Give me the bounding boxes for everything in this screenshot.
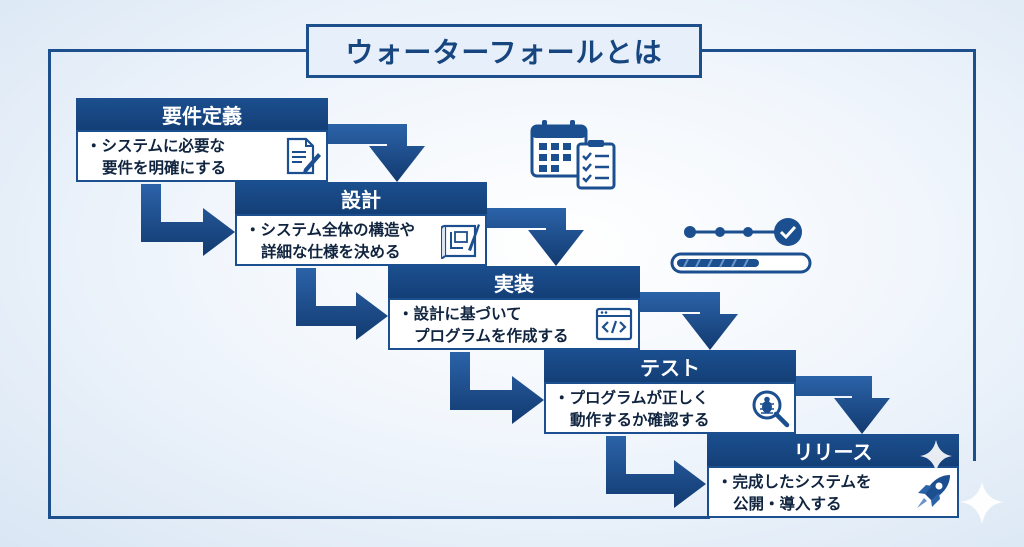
- frame-line-left: [48, 49, 51, 519]
- document-pencil-icon: [286, 137, 321, 175]
- step-title: テスト: [544, 350, 796, 382]
- down-arrow-4: [796, 376, 890, 434]
- code-window-icon: [595, 307, 633, 341]
- step-line-2: プログラムを作成する: [414, 327, 569, 345]
- frame-line-top-left: [48, 49, 308, 52]
- step-line-2: 公開・導入する: [733, 495, 842, 513]
- step-line-1: ・システムに必要な: [86, 137, 226, 155]
- sparkle-icon: [920, 440, 1004, 524]
- step-title: 実装: [388, 266, 640, 298]
- step-line-2: 要件を明確にする: [102, 159, 227, 177]
- step-test: テスト ・プログラムが正しく 動作するか確認する: [544, 350, 796, 434]
- rocket-icon: [917, 475, 950, 508]
- frame-line-top-right: [700, 49, 976, 52]
- step-line-2: 動作するか確認する: [570, 411, 710, 429]
- step-description: ・システムに必要な 要件を明確にする: [76, 130, 328, 182]
- progress-bar-icon: [670, 218, 812, 274]
- diagram-title: ウォーターフォールとは: [306, 24, 702, 78]
- step-implementation: 実装 ・設計に基づいて プログラムを作成する: [388, 266, 640, 350]
- step-title: 要件定義: [76, 98, 328, 130]
- step-line-1: ・システム全体の構造や: [245, 221, 416, 239]
- right-arrow-3: [450, 352, 544, 424]
- step-line-1: ・完成したシステムを: [717, 473, 872, 491]
- bug-magnifier-icon: [752, 390, 790, 428]
- step-line-2: 詳細な仕様を決める: [261, 243, 401, 261]
- frame-line-right: [973, 49, 976, 461]
- blueprint-icon: [441, 224, 480, 259]
- right-arrow-2: [296, 268, 388, 340]
- step-title: 設計: [235, 182, 487, 214]
- down-arrow-2: [487, 208, 584, 266]
- step-title: リリース: [707, 434, 959, 466]
- step-line-1: ・プログラムが正しく: [554, 389, 709, 407]
- step-design: 設計 ・システム全体の構造や 詳細な仕様を決める: [235, 182, 487, 266]
- frame-line-bottom: [48, 516, 710, 519]
- step-description: ・完成したシステムを 公開・導入する: [707, 466, 959, 518]
- down-arrow-3: [640, 292, 738, 350]
- step-release: リリース ・完成したシステムを 公開・導入する: [707, 434, 959, 518]
- right-arrow-4: [606, 436, 706, 508]
- step-line-1: ・設計に基づいて: [398, 305, 522, 323]
- right-arrow-1: [141, 184, 235, 256]
- calendar-checklist-icon: [530, 120, 616, 190]
- down-arrow-1: [328, 124, 425, 182]
- step-requirements: 要件定義 ・システムに必要な 要件を明確にする: [76, 98, 328, 182]
